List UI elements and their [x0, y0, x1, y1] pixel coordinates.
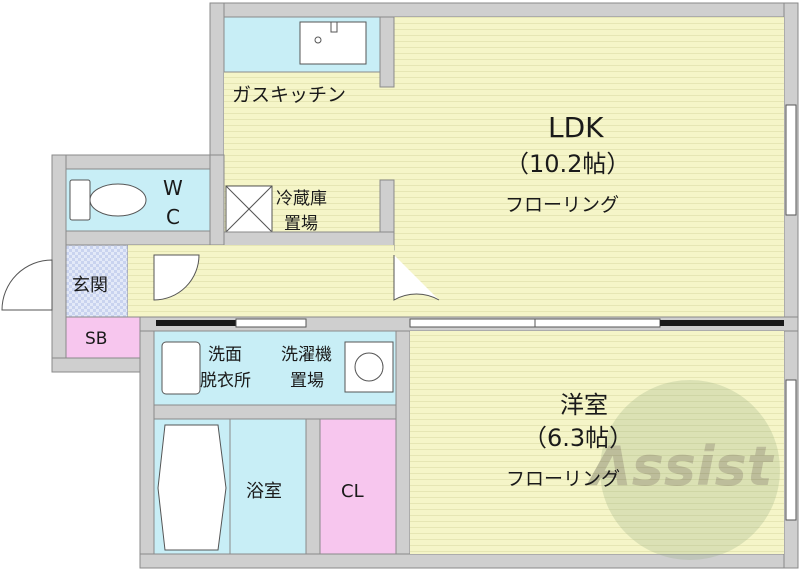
fridge-label-2: 置場: [284, 214, 318, 234]
toilet-tank-icon: [69, 179, 91, 221]
yoshitsu-room: [410, 331, 784, 554]
bath-room: [153, 418, 321, 555]
window-ldk: [785, 104, 797, 216]
washbasin-icon: [161, 341, 201, 395]
watermark-logo: Assist: [586, 380, 780, 560]
door-swing-icon: [153, 254, 200, 301]
entrance-door: [1, 259, 53, 311]
fridge-label-1: 冷蔵庫: [276, 189, 327, 209]
washer-icon: [344, 341, 394, 393]
closet-label: CL: [341, 481, 364, 502]
sb-room: [65, 316, 141, 359]
yoshitsu-size-label: （6.3帖）: [523, 424, 633, 452]
genkan-room: [65, 244, 129, 318]
bathtub-icon: [157, 424, 227, 551]
ldk-name-label: LDK: [548, 111, 604, 144]
kitchen-counter: [223, 16, 381, 73]
hallway: [128, 245, 440, 317]
ldk-size-label: （10.2帖）: [505, 150, 630, 178]
washer-label-2: 置場: [290, 371, 324, 391]
toilet-bowl-icon: [89, 183, 147, 217]
wc-label-2: C: [166, 205, 180, 229]
bath-label: 浴室: [246, 481, 282, 502]
closet-room: [319, 418, 397, 555]
watermark-text: Assist: [586, 435, 775, 498]
genkan-label: 玄関: [72, 275, 108, 296]
wc-label-1: W: [163, 176, 183, 200]
yoshitsu-name-label: 洋室: [560, 391, 608, 419]
sb-label: SB: [85, 329, 107, 349]
ldk-floor-label: フローリング: [505, 194, 619, 216]
wc-room: [65, 168, 211, 232]
washer-label-1: 洗濯機: [281, 345, 332, 365]
yoshitsu-floor-label: フローリング: [506, 468, 620, 490]
washroom-label-2: 脱衣所: [200, 371, 251, 391]
window-yoshitsu: [785, 379, 797, 521]
kitchen-label: ガスキッチン: [232, 84, 346, 106]
door-swing-icon: [393, 255, 440, 301]
washroom-label-1: 洗面: [208, 345, 242, 365]
washroom: [153, 330, 397, 406]
fridge-space: [225, 185, 273, 233]
